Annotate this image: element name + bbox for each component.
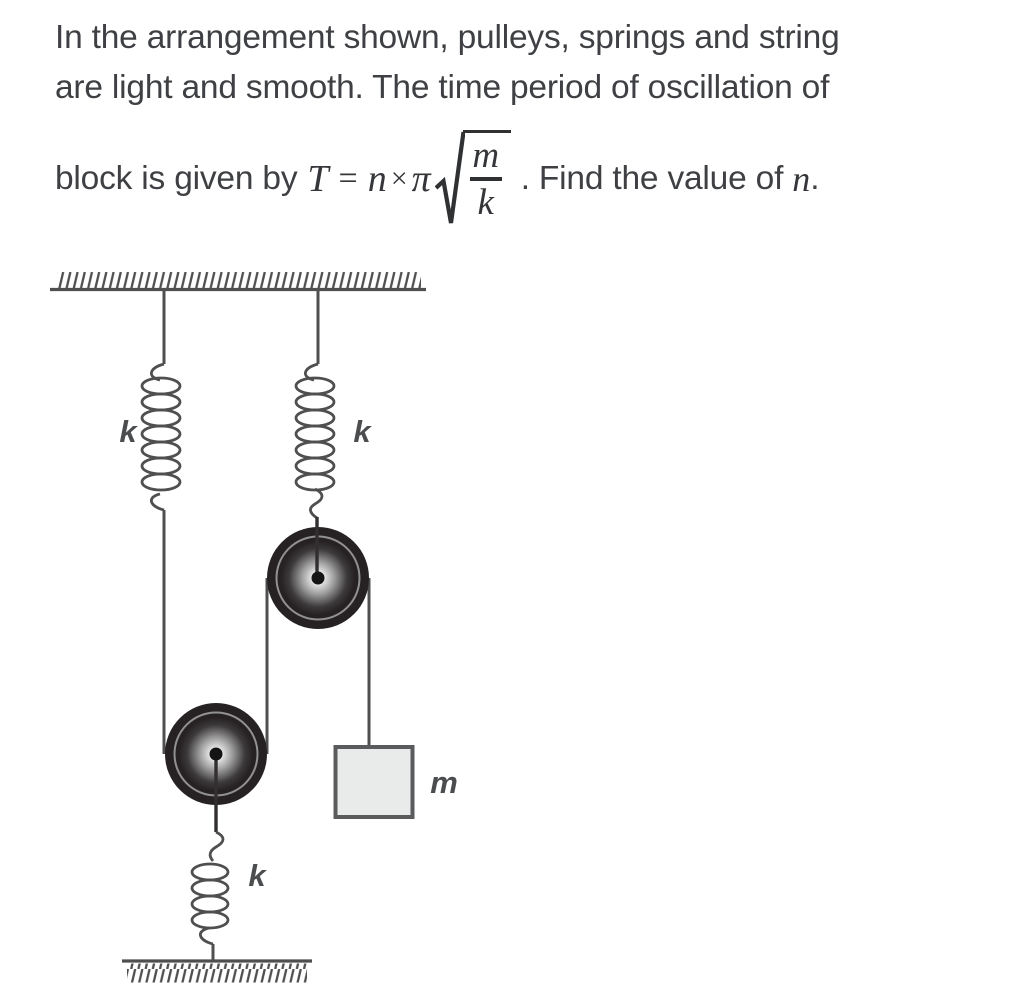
upper-pulley-axle-dot — [311, 571, 325, 585]
formula-suffix-var: n — [792, 159, 811, 199]
right-spring-hook — [309, 487, 324, 520]
formula-equals: = — [338, 160, 358, 197]
ceiling-hatching — [57, 272, 421, 289]
formula-fraction: m k — [462, 130, 511, 224]
fraction-bar — [469, 177, 502, 181]
floor-hatching — [127, 963, 307, 983]
formula-pi: π — [411, 158, 431, 200]
bottom-spring — [190, 830, 230, 946]
formula-n: n — [367, 158, 387, 200]
formula-radical: m k — [434, 130, 511, 228]
formula-denominator: k — [477, 181, 494, 223]
lower-pulley-axle-dot — [209, 747, 223, 761]
right-spring — [294, 362, 336, 520]
right-spring-label: k — [353, 414, 372, 449]
bottom-spring-hook — [208, 830, 225, 862]
block-label: m — [430, 765, 458, 800]
formula-numerator: m — [472, 135, 500, 176]
formula-end-period: . — [810, 160, 820, 197]
block-m — [333, 745, 415, 819]
left-spring — [140, 362, 182, 512]
pulley-spring-diagram: k k k m — [50, 272, 458, 983]
bottom-spring-label: k — [248, 858, 267, 893]
left-spring-label: k — [119, 414, 138, 449]
question-line-2: are light and smooth. The time period of… — [55, 69, 830, 106]
formula-T: T — [307, 158, 329, 200]
formula-prefix-text: block is given by — [55, 160, 298, 197]
upper-pulley — [267, 517, 369, 629]
lower-pulley — [165, 703, 267, 832]
formula-times: × — [390, 162, 408, 195]
question-line-3: block is given by T = n × π m k . Find t… — [55, 126, 819, 232]
formula-suffix-text: . Find the value of — [520, 160, 784, 197]
radical-sign-icon — [434, 131, 465, 224]
question-line-1: In the arrangement shown, pulleys, sprin… — [55, 19, 840, 56]
